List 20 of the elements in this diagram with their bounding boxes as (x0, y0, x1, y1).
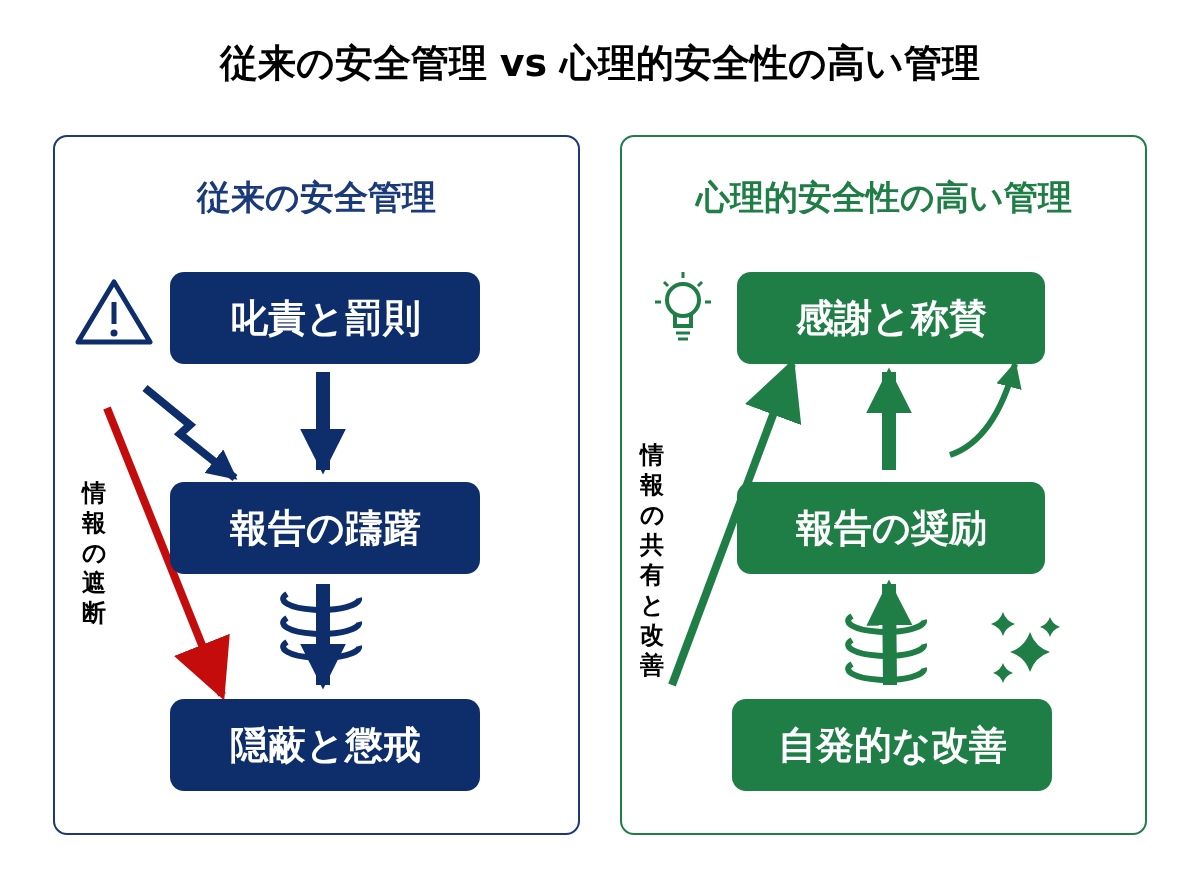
arrow (948, 361, 1022, 458)
arrow (300, 372, 346, 475)
arrow (300, 584, 346, 690)
process-box: 隠蔽と懲戒 (170, 699, 480, 791)
arrow (142, 384, 238, 482)
panel-heading: 心理的安全性の高い管理 (694, 176, 1073, 219)
panel (53, 135, 580, 835)
process-box: 報告の躊躇 (170, 482, 480, 574)
process-box: 感謝と称賛 (737, 272, 1045, 364)
arrow (103, 406, 230, 701)
edge-label: 情報の共有と改善 (638, 440, 666, 680)
panel-heading: 従来の安全管理 (195, 176, 437, 219)
arrow (866, 367, 912, 470)
title: 従来の安全管理 vs 心理的安全性の高い管理 (218, 40, 982, 87)
process-box: 自発的な改善 (732, 699, 1052, 791)
process-box: 報告の奨励 (737, 482, 1045, 574)
panel (620, 135, 1147, 835)
arrow (866, 579, 913, 686)
process-box: 叱責と罰則 (170, 272, 480, 364)
edge-label: 情報の遮断 (80, 478, 108, 628)
